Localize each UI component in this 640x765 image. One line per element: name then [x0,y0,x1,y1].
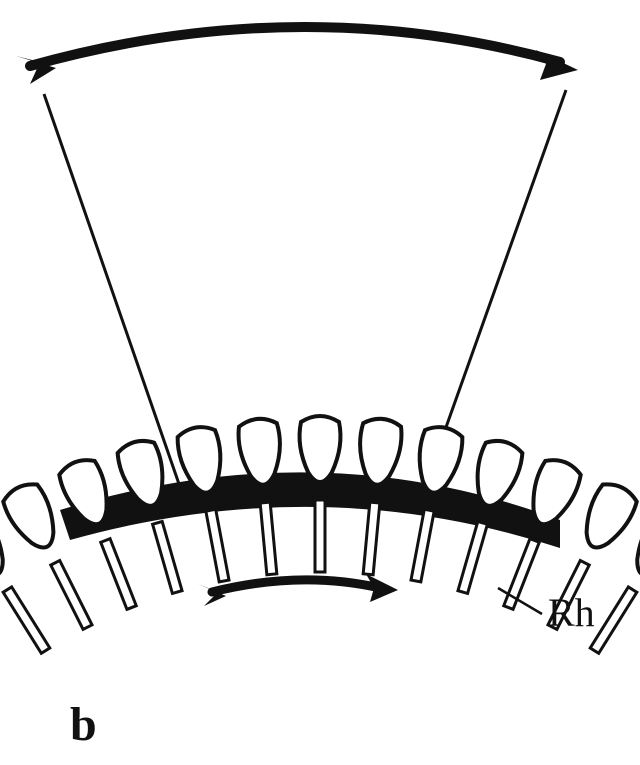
rhabdom-rod [590,587,637,653]
rhabdom-rod [504,539,540,610]
ommatidium-lens [575,479,640,556]
field-line-left [44,94,188,510]
rhabdom-rod [3,587,50,653]
rhabdom-rod [363,502,380,575]
visual-field-arrowhead [536,50,578,80]
retina-motion-arc [212,580,380,592]
rhabdom-rod [458,521,487,593]
rhabdom-rod [315,500,325,572]
rhabdom-label: Rh [548,590,595,635]
panel-label: b [70,698,97,751]
visual-field-motion-arrow [16,27,578,84]
rhabdom-rod [260,502,277,575]
rhabdom-rod [101,539,137,610]
rhabdom-rod [411,509,434,582]
rhabdom-rod [153,521,182,593]
visual-field-arc [30,27,560,66]
rhabdom-rod [51,561,92,630]
ommatidium-lens [0,479,65,556]
ommatidium-lens [300,416,341,482]
rhabdom-rod [206,509,229,582]
